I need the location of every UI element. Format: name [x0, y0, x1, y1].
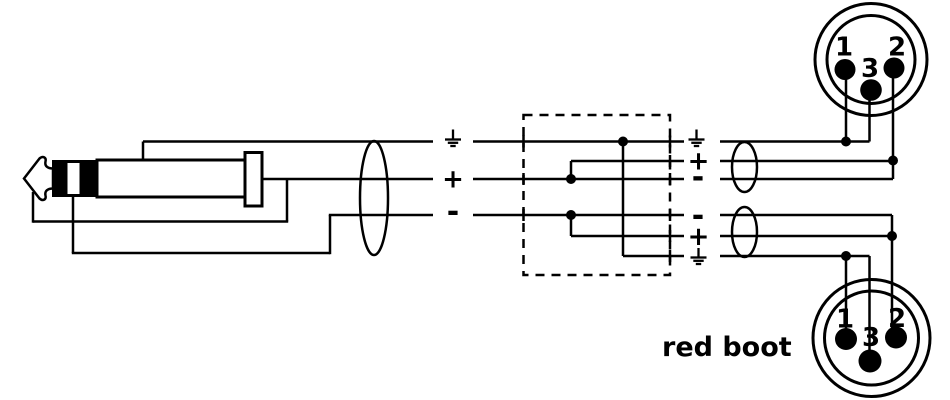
xlr-bottom-pin-2 — [885, 326, 907, 349]
ground-symbol-left — [445, 129, 461, 148]
xlr-bottom-inner-ring — [823, 289, 920, 387]
cable-shield-ellipse-left — [358, 139, 390, 257]
stereo-jack-plug — [22, 151, 264, 208]
ground-symbol-right-bottom — [690, 248, 707, 266]
xlr-bottom-pin-3 — [858, 349, 882, 373]
junction-box — [522, 113, 672, 277]
jack-sleeve-body — [95, 158, 247, 199]
jack-tip — [22, 155, 55, 202]
xlr-top-pin-2 — [883, 57, 905, 79]
junction-dot — [888, 155, 898, 166]
junction-dot — [566, 210, 576, 220]
cable-shield-ellipse-right-bottom — [730, 205, 759, 259]
xlr-top-pin-3 — [860, 79, 882, 101]
xlr-top-pin-2-label: 2 — [888, 33, 906, 63]
minus-label-right-top: - — [692, 160, 704, 195]
minus-label-left: - — [447, 195, 459, 230]
ground-symbol-right-top — [688, 129, 705, 148]
junction-box-border — [522, 113, 672, 277]
minus-label-right-bottom: - — [692, 199, 704, 234]
plus-label-right-bottom: + — [688, 222, 710, 252]
junction-dots — [566, 136, 898, 261]
cable-shield-ellipse-right-top — [730, 140, 759, 194]
xlr-bottom-pin-2-label: 2 — [888, 304, 906, 334]
junction-dot — [841, 136, 851, 147]
xlr-bottom-pin-1 — [835, 328, 857, 350]
junction-dot — [841, 251, 851, 261]
xlr-top-pin-1 — [834, 59, 856, 80]
xlr-bottom-connector: 1 2 3 — [811, 215, 932, 398]
junction-dot — [566, 174, 576, 184]
wire-tip-plus-net — [31, 159, 893, 223]
xlr-bottom-pin-1-label: 1 — [836, 305, 854, 335]
xlr-top-pin-3-label: 3 — [861, 54, 879, 84]
junction-dot — [887, 231, 897, 241]
junction-dot — [618, 136, 628, 147]
xlr-bottom-pin-3-label: 3 — [862, 323, 880, 353]
plus-label-right-top: + — [688, 147, 710, 177]
xlr-top-connector: 1 2 3 — [813, 2, 929, 179]
red-boot-label: red boot — [662, 332, 792, 363]
xlr-top-pin-1-label: 1 — [835, 33, 853, 63]
wire-ring-minus-net — [71, 195, 892, 255]
junction-box-crossing-ticks — [522, 135, 672, 262]
plus-label-left: + — [442, 165, 464, 195]
jack-collar — [243, 151, 264, 208]
jack-ring-band — [67, 163, 80, 194]
